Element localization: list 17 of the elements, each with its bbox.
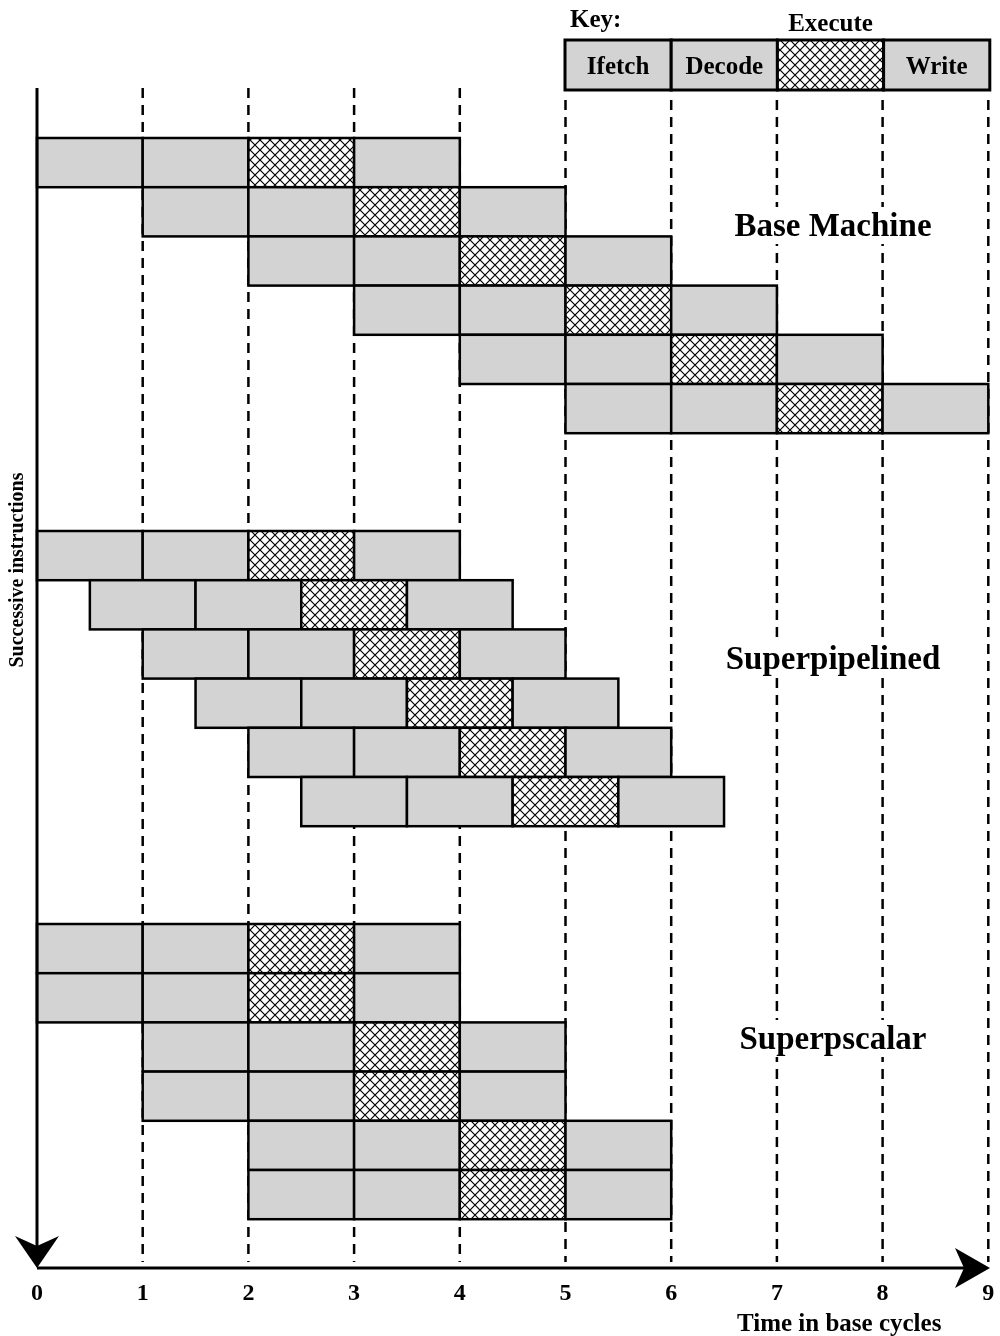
legend-label: Ifetch (585, 53, 651, 78)
legend-label: Decode (684, 53, 765, 78)
tick-label: 6 (665, 1280, 678, 1304)
axis-title: Time in base cycles (737, 1310, 942, 1335)
axis-title: Successive instructions (6, 472, 26, 668)
tick-label: 0 (31, 1280, 43, 1304)
tick-label: 2 (242, 1280, 255, 1304)
tick-label: 9 (982, 1280, 995, 1304)
tick-label: 7 (770, 1280, 783, 1304)
tick-label: 1 (136, 1280, 149, 1304)
legend-label: Execute (787, 10, 874, 35)
tick-label: 3 (348, 1280, 361, 1304)
tick-label: 4 (453, 1280, 466, 1304)
tick-label: 8 (876, 1280, 889, 1304)
tick-label: 5 (559, 1280, 572, 1304)
key-heading: Key: (570, 6, 622, 31)
legend-label: Write (904, 53, 969, 78)
